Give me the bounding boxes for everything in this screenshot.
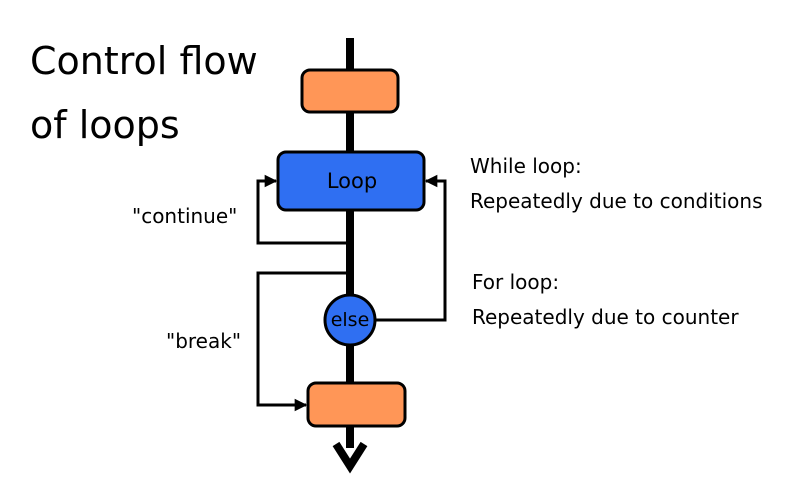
for-loop-note: For loop: Repeatedly due to counter	[472, 265, 739, 335]
for-loop-description: Repeatedly due to counter	[472, 305, 739, 329]
while-loop-description: Repeatedly due to conditions	[470, 189, 763, 213]
diagram-title-line-1: Control flow	[30, 39, 258, 83]
while-loop-note: While loop: Repeatedly due to conditions	[470, 149, 763, 219]
loop-box	[276, 150, 426, 212]
post-loop-process-box	[306, 381, 407, 428]
else-decision-node	[323, 293, 377, 347]
break-label: "break"	[166, 329, 242, 353]
for-loop-heading: For loop:	[472, 270, 560, 294]
diagram-title-line-2: of loops	[30, 103, 180, 147]
pre-loop-process-box	[300, 68, 400, 114]
continue-path	[256, 174, 350, 245]
continue-label: "continue"	[132, 204, 238, 228]
loop-box-label: Loop	[326, 169, 378, 193]
else-node-label: else	[330, 309, 370, 331]
loop-back-path	[375, 174, 447, 322]
break-path	[256, 271, 350, 412]
flow-exit-arrow	[332, 441, 368, 474]
while-loop-heading: While loop:	[470, 154, 582, 178]
